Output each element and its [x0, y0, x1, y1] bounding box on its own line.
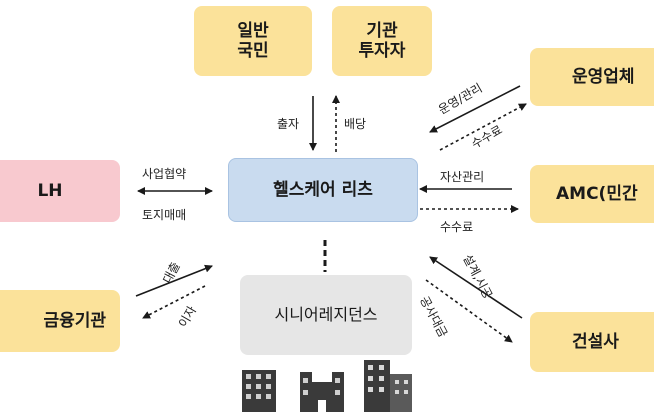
label-business: 사업협약: [142, 167, 187, 181]
label-invest: 출자: [277, 117, 300, 131]
label-dividend: 배당: [344, 117, 367, 131]
node-public: 일반 국민: [194, 6, 312, 76]
label-asset-fee: 수수료: [440, 220, 474, 234]
label-land: 토지매매: [142, 208, 187, 222]
op-manage-arrow: [429, 85, 521, 133]
node-finance: 금융기관: [0, 290, 120, 352]
op-fee-arrow: [439, 103, 527, 151]
loan-arrow: [135, 264, 213, 297]
node-lh: LH: [0, 160, 120, 222]
node-investor: 기관 투자자: [332, 6, 432, 76]
building-icon-3: [364, 360, 412, 412]
node-builder: 건설사: [530, 312, 654, 372]
node-reits: 헬스케어 리츠: [228, 158, 418, 222]
building-icon-1: [242, 370, 276, 412]
label-asset-manage: 자산관리: [440, 170, 485, 184]
node-operator: 운영업체: [530, 48, 654, 106]
node-amc: AMC(민간: [530, 165, 654, 223]
node-residence: 시니어레지던스: [240, 275, 412, 355]
building-icon-2: [300, 372, 344, 412]
design-build-arrow: [429, 256, 523, 319]
